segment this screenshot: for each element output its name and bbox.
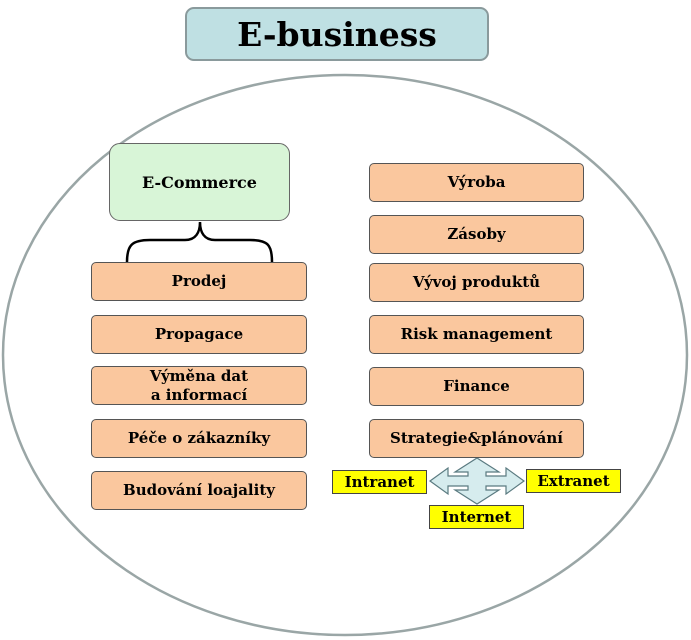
internet-label: Internet: [441, 508, 512, 526]
left-item-label: Prodej: [171, 272, 227, 290]
right-item-zasoby: Zásoby: [369, 215, 584, 254]
right-item-risk: Risk management: [369, 315, 584, 354]
right-item-label: Strategie&plánování: [390, 429, 563, 447]
right-item-label: Vývoj produktů: [412, 273, 541, 291]
right-item-strategie: Strategie&plánování: [369, 419, 584, 458]
left-item-pece: Péče o zákazníky: [91, 419, 307, 458]
outer-circle: [1, 73, 689, 637]
internet-box: Internet: [429, 505, 524, 529]
intranet-box: Intranet: [332, 470, 427, 494]
extranet-box: Extranet: [526, 469, 621, 493]
left-item-budovani: Budování loajality: [91, 471, 307, 510]
four-way-arrow-icon: [428, 457, 526, 505]
right-item-finance: Finance: [369, 367, 584, 406]
left-item-prodej: Prodej: [91, 262, 307, 301]
ecommerce-label: E-Commerce: [142, 172, 257, 192]
right-item-label: Výroba: [447, 173, 506, 191]
right-item-vyroba: Výroba: [369, 163, 584, 202]
left-item-label-line1: Výměna dat: [149, 366, 249, 385]
extranet-label: Extranet: [537, 472, 610, 490]
curly-brace: [125, 221, 274, 263]
title-box: E-business: [185, 7, 489, 61]
right-item-vyvoj: Vývoj produktů: [369, 263, 584, 302]
title-text: E-business: [237, 14, 437, 54]
right-item-label: Zásoby: [447, 225, 506, 243]
left-item-propagace: Propagace: [91, 315, 307, 354]
left-item-vymena-dat: Výměna dat a informací: [91, 366, 307, 405]
intranet-label: Intranet: [344, 473, 415, 491]
left-item-label: Budování loajality: [123, 481, 275, 499]
left-item-label: Péče o zákazníky: [127, 429, 271, 447]
ecommerce-box: E-Commerce: [109, 143, 290, 221]
left-item-label-line2: a informací: [150, 385, 248, 404]
left-item-label: Propagace: [154, 325, 244, 343]
right-item-label: Finance: [443, 377, 510, 395]
right-item-label: Risk management: [400, 325, 553, 343]
